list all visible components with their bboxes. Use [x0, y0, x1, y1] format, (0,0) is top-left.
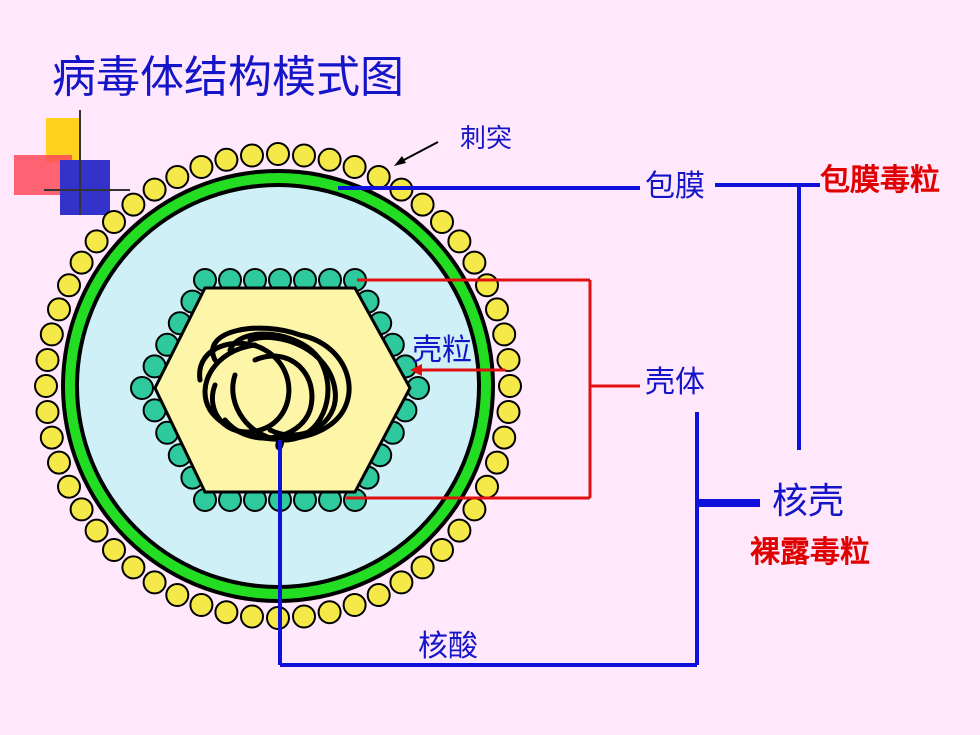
spike-bead [57, 273, 81, 298]
spike-bead [121, 555, 146, 580]
label-capsomere: 壳粒 [412, 333, 472, 368]
spike-bead [121, 192, 146, 217]
nucleic-acid-coil [197, 325, 352, 451]
spike-bead [389, 570, 414, 595]
label-nucleocapsid: 核壳 [772, 481, 845, 522]
spike-bead [34, 374, 58, 398]
spike-bead [496, 400, 521, 424]
spike-bead [462, 250, 487, 275]
spike-bead [410, 192, 435, 217]
label-capsid: 壳体 [645, 365, 705, 400]
spike-bead [47, 450, 71, 475]
spike-bead [342, 593, 367, 617]
spike-bead [342, 155, 367, 179]
spike-bead [69, 250, 94, 275]
spike-bead [317, 147, 342, 172]
spike-bead [447, 518, 472, 543]
spike-bead [410, 555, 435, 580]
spike-bead [69, 497, 94, 522]
spike-bead [102, 538, 126, 562]
spike-bead [214, 600, 239, 625]
spike-bead [475, 474, 499, 499]
envelope-connector [338, 183, 820, 450]
spike-bead [266, 142, 290, 166]
spike-bead [35, 348, 60, 372]
spike-bead [240, 604, 264, 629]
spike-bead [35, 400, 60, 424]
spike-bead [189, 593, 214, 617]
spike-bead [462, 497, 487, 522]
label-naked-virion: 裸露毒粒 [750, 535, 870, 570]
spike-bead [447, 229, 472, 254]
spike-bead [292, 604, 316, 629]
spike-bead [165, 583, 190, 607]
spike-bead [189, 155, 214, 179]
spike-bead [165, 165, 190, 189]
spike-bead [292, 143, 316, 168]
spike-bead [214, 147, 239, 172]
spike-bead [492, 322, 517, 347]
nucleocapsid-connector [278, 412, 760, 667]
spike-bead [47, 297, 71, 322]
spike-bead [366, 583, 391, 607]
spike-bead [430, 210, 454, 234]
spike-bead [84, 229, 109, 254]
spike-bead [485, 450, 509, 475]
spike-bead [366, 165, 391, 189]
spike-arrow [394, 141, 439, 166]
label-spike: 刺突 [460, 124, 513, 154]
capsid-bracket [346, 278, 640, 500]
capsomere-arrow [410, 364, 422, 376]
spike-bead [142, 570, 167, 595]
capsid-core [153, 286, 412, 494]
corner-decoration [14, 110, 130, 215]
spike-bead [498, 374, 522, 398]
spike-bead [317, 600, 342, 625]
spike-bead [492, 425, 517, 450]
label-nucleic-acid: 核酸 [418, 629, 478, 664]
page-title: 病毒体结构模式图 [52, 52, 404, 103]
spike-bead [430, 538, 454, 562]
spike-bead [84, 518, 109, 543]
spike-bead [485, 297, 509, 322]
spike-bead [496, 348, 521, 372]
spike-bead [142, 177, 167, 202]
label-envelope: 包膜 [645, 169, 705, 204]
spike-bead [57, 474, 81, 499]
label-envelope-virion: 包膜毒粒 [820, 163, 940, 198]
spike-bead [240, 143, 264, 168]
spike-bead [102, 210, 126, 234]
spike-bead [39, 425, 64, 450]
capsomere-bead [130, 376, 154, 400]
spike-bead [39, 322, 64, 347]
spike-bead [475, 273, 499, 298]
